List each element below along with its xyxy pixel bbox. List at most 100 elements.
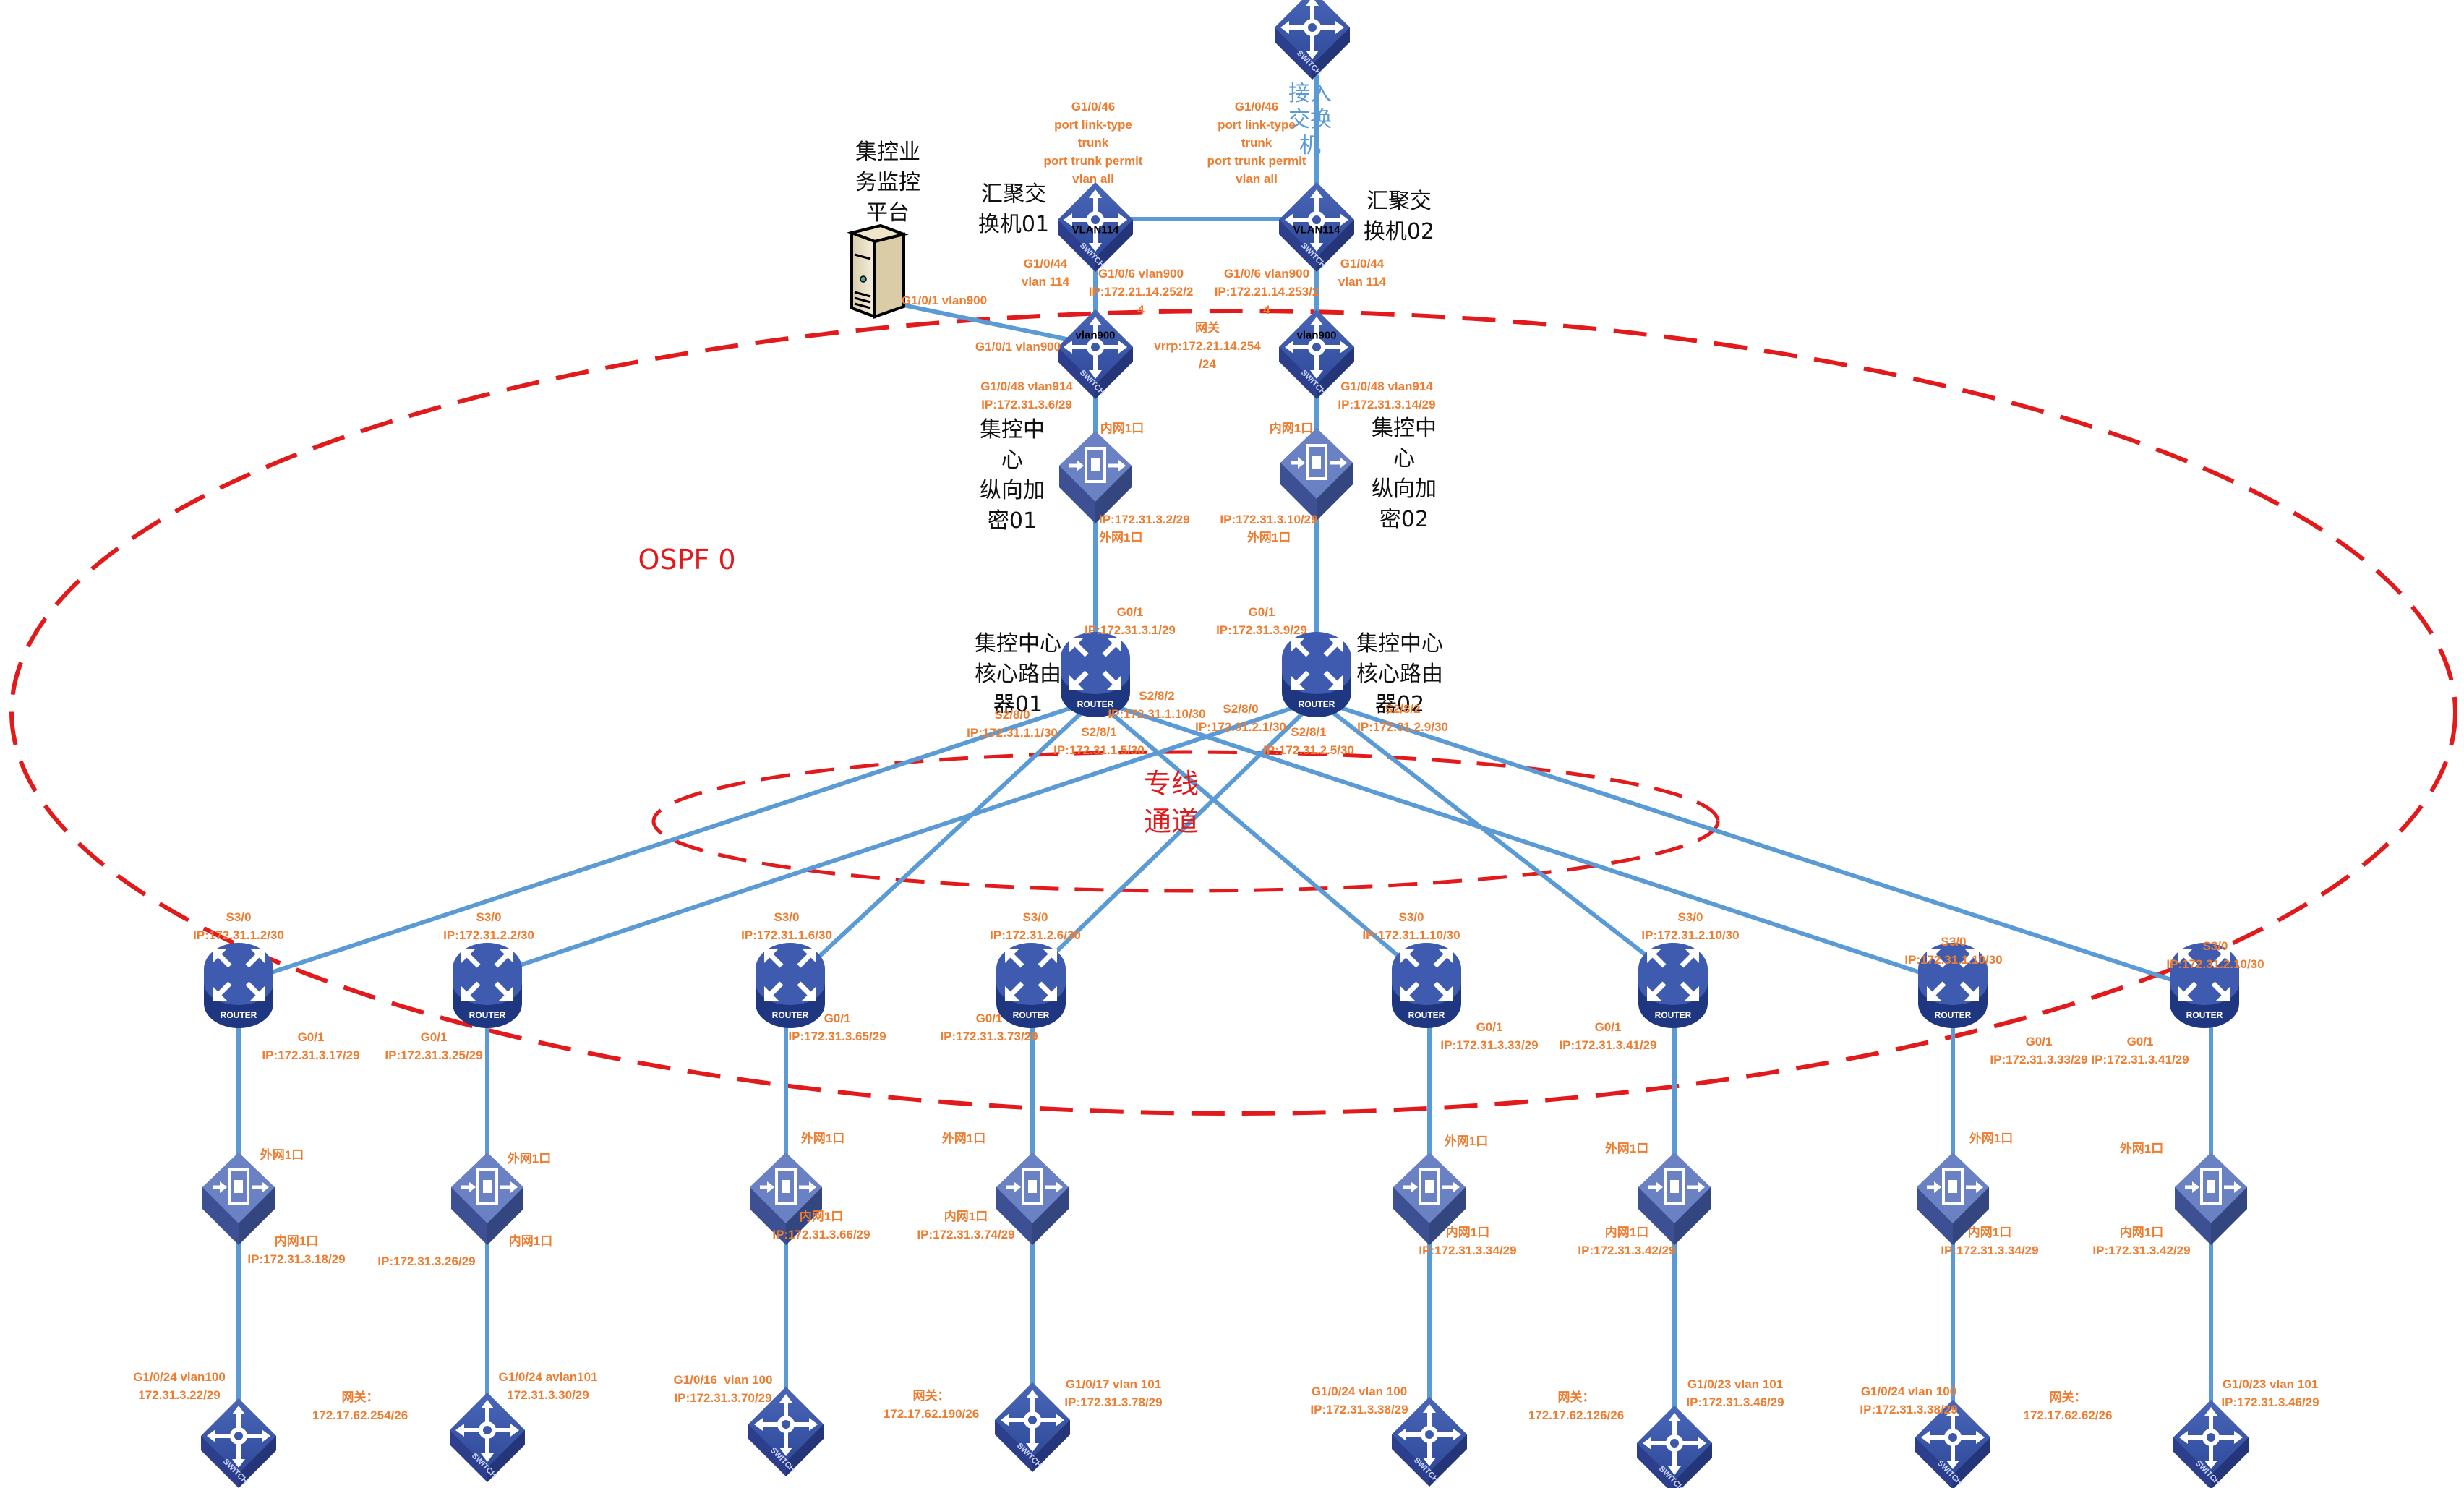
- r01-s280-label: S2/8/0 IP:172.31.1.1/30: [967, 708, 1058, 740]
- site-5-s30-label: S3/0 IP:172.31.1.10/30: [1362, 910, 1460, 942]
- monitor-server-title: 集控业 务监控 平台: [855, 140, 920, 226]
- site-switch-1-icon[interactable]: [201, 1398, 276, 1488]
- core02-g6-label: G1/0/6 vlan900 IP:172.21.14.253/2 4: [1214, 267, 1319, 317]
- site-1-inner-port-label: 内网1口 IP:172.31.3.18/29: [247, 1234, 346, 1266]
- center-crypto-02-title: 集控中 心 纵向加 密02: [1372, 416, 1437, 532]
- link-server-core01: [894, 302, 1072, 342]
- agg-switch-01-vlan-tag: VLAN114: [1071, 223, 1119, 236]
- site-4-g01-label: G0/1 IP:172.31.3.73/29: [940, 1012, 1038, 1043]
- link-r01-site1: [236, 698, 1098, 985]
- site-6-switch-port-label: G1/0/23 vlan 101 IP:172.31.3.46/29: [1686, 1377, 1784, 1409]
- site-8-switch-port-label: G1/0/23 vlan 101 IP:172.31.3.46/29: [2221, 1377, 2319, 1409]
- site-2-inner-ip-label: IP:172.31.3.26/29: [377, 1254, 476, 1268]
- center-crypto-01-title: 集控中 心 纵向加 密01: [980, 417, 1045, 534]
- router01-g01-label: G0/1 IP:172.31.3.1/29: [1085, 605, 1176, 637]
- site-6-inner-port-label: 内网1口 IP:172.31.3.42/29: [1578, 1226, 1676, 1257]
- site-4-outer-port-label: 外网1口: [941, 1132, 986, 1145]
- site-5-switch-port-label: G1/0/24 vlan 100 IP:172.31.3.38/29: [1310, 1385, 1408, 1416]
- site-3-g01-label: G0/1 IP:172.31.3.65/29: [788, 1012, 886, 1043]
- site-router-1-icon[interactable]: [204, 943, 273, 1028]
- core-router-02-icon[interactable]: [1282, 632, 1351, 717]
- dedicated-line-boundary: [651, 750, 1720, 893]
- site-1-outer-port-label: 外网1口: [260, 1148, 304, 1162]
- ospf-area-boundary: [9, 309, 2457, 1116]
- site-1-g01-label: G0/1 IP:172.31.3.17/29: [262, 1030, 360, 1062]
- core01-g48-label: G1/0/48 vlan914 IP:172.31.3.6/29: [980, 380, 1073, 411]
- site-switch-2-icon[interactable]: [450, 1393, 525, 1482]
- site-1-s30-label: S3/0 IP:172.31.1.2/30: [193, 910, 284, 942]
- site-router-2-icon[interactable]: [453, 943, 522, 1028]
- site-2-g01-label: G0/1 IP:172.31.3.25/29: [385, 1030, 483, 1062]
- site-4-switch-port-label: G1/0/17 vlan 101 IP:172.31.3.78/29: [1064, 1377, 1163, 1409]
- link-r01-site5: [1093, 698, 1429, 982]
- crypto01-inner-port-label: 内网1口: [1100, 422, 1145, 435]
- links: [236, 48, 2213, 1412]
- link-r02-site4: [1029, 698, 1319, 978]
- crypto02-outer-port-label: IP:172.31.3.10/29 外网1口: [1220, 513, 1318, 544]
- site-6-g01-label: G0/1 IP:172.31.3.41/29: [1559, 1020, 1657, 1052]
- r01-s281-label: S2/8/1 IP:172.31.1.5/30: [1053, 725, 1145, 757]
- site-gateway-label-2: 网关： 172.17.62.190/26: [883, 1389, 980, 1421]
- site-router-5-icon[interactable]: [1392, 943, 1461, 1028]
- core-router-01-title: 集控中心 核心路由 器01: [975, 631, 1061, 717]
- site-6-outer-port-label: 外网1口: [1604, 1142, 1649, 1155]
- site-gateway-label-1: 网关： 172.17.62.254/26: [312, 1390, 408, 1422]
- link-r02-site6: [1314, 698, 1675, 978]
- monitor-server-icon[interactable]: [850, 224, 905, 318]
- site-2-outer-port-label: 外网1口: [507, 1152, 552, 1166]
- agg-switch-01-title: 汇聚交 换机01: [978, 181, 1050, 237]
- ospf-area-label: OSPF 0: [638, 544, 736, 576]
- crypto01-outer-port-label: IP:172.31.3.2/29 外网1口: [1099, 513, 1190, 544]
- site-gateway-label-4: 网关： 172.17.62.62/26: [2023, 1390, 2113, 1422]
- r02-s282-label: S2/8/2 IP:172.31.2.9/30: [1357, 702, 1448, 734]
- site-4-inner-port-label: 内网1口 IP:172.31.3.74/29: [917, 1210, 1015, 1241]
- center-crypto-01-icon[interactable]: [1059, 431, 1132, 523]
- core02-g48-label: G1/0/48 vlan914 IP:172.31.3.14/29: [1338, 380, 1436, 411]
- site-crypto-1-icon[interactable]: [202, 1153, 275, 1245]
- site-5-inner-port-label: 内网1口 IP:172.31.3.34/29: [1419, 1226, 1517, 1257]
- site-2-inner-port-label: 内网1口: [508, 1234, 553, 1248]
- link-r02-site8: [1314, 698, 2207, 993]
- site-3-outer-port-label: 外网1口: [800, 1132, 845, 1145]
- router02-g01-label: G0/1 IP:172.31.3.9/29: [1216, 605, 1307, 637]
- site-2-s30-label: S3/0 IP:172.31.2.2/30: [443, 910, 534, 942]
- agg02-down-label: G1/0/44 vlan 114: [1338, 257, 1387, 288]
- dedicated-line-label: 专线 通道: [1143, 768, 1199, 837]
- core01-g1-label: G1/0/1 vlan900: [975, 340, 1061, 354]
- agg-switch-02-title: 汇聚交 换机02: [1363, 189, 1435, 244]
- agg01-down-label: G1/0/44 vlan 114: [1021, 257, 1070, 288]
- crypto02-inner-port-label: 内网1口: [1269, 422, 1314, 435]
- site-switch-8-icon[interactable]: [2173, 1400, 2249, 1488]
- site-7-g01-label: G0/1 IP:172.31.3.33/29: [1990, 1035, 2088, 1066]
- site-7-inner-port-label: 内网1口 IP:172.31.3.34/29: [1941, 1226, 2039, 1257]
- access-switch-icon[interactable]: [1275, 0, 1350, 80]
- site-3-inner-port-label: 内网1口 IP:172.31.3.66/29: [772, 1210, 870, 1241]
- site-4-s30-label: S3/0 IP:172.31.2.6/30: [990, 910, 1081, 942]
- site-6-s30-label: S3/0 IP:172.31.2.10/30: [1641, 910, 1740, 942]
- site-8-g01-label: G0/1 IP:172.31.3.41/29: [2091, 1035, 2189, 1066]
- site-8-outer-port-label: 外网1口: [2119, 1142, 2164, 1155]
- gateway-vrrp-label: 网关 vrrp:172.21.14.254 /24: [1154, 321, 1261, 371]
- center-crypto-02-icon[interactable]: [1280, 428, 1353, 521]
- site-2-switch-port-label: G1/0/24 avlan101 172.31.3.30/29: [498, 1370, 598, 1402]
- agg01-trunk-label: G1/0/46 port link-type trunk port trunk …: [1043, 100, 1143, 186]
- agg02-trunk-label: G1/0/46 port link-type trunk port trunk …: [1207, 100, 1306, 186]
- site-7-s30-label: S3/0 IP:172.31.1.10/30: [1904, 935, 2003, 967]
- core-switch-02-vlan-tag: vlan900: [1296, 329, 1337, 342]
- site-5-g01-label: G0/1 IP:172.31.3.33/29: [1440, 1020, 1539, 1052]
- site-3-switch-port-label: G1/0/16 vlan 100 IP:172.31.3.70/29: [673, 1373, 773, 1405]
- server-port-label: G1/0/1 vlan900: [901, 294, 988, 307]
- site-switch-4-icon[interactable]: [995, 1382, 1070, 1472]
- site-router-6-icon[interactable]: [1638, 943, 1708, 1028]
- site-7-switch-port-label: G1/0/24 vlan 100 IP:172.31.3.38/29: [1860, 1385, 1958, 1416]
- site-8-inner-port-label: 内网1口 IP:172.31.3.42/29: [2092, 1226, 2191, 1257]
- site-5-outer-port-label: 外网1口: [1444, 1134, 1489, 1148]
- access-switch-title: 接入 交换 机: [1288, 81, 1332, 158]
- core01-g6-label: G1/0/6 vlan900 IP:172.21.14.252/2 4: [1088, 267, 1194, 317]
- link-r02-site2: [485, 698, 1319, 978]
- site-1-switch-port-label: G1/0/24 vlan100 172.31.3.22/29: [133, 1370, 226, 1402]
- core-switch-01-vlan-tag: vlan900: [1075, 329, 1116, 342]
- link-r01-site3: [788, 698, 1098, 985]
- site-switch-6-icon[interactable]: [1637, 1406, 1712, 1488]
